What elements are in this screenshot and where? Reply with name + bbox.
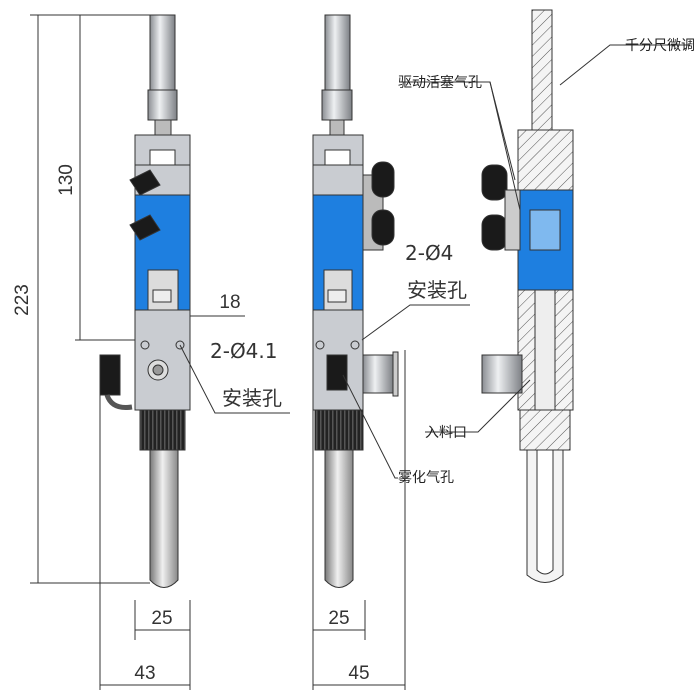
callout-micrometer-adjust: 千分尺微调: [625, 38, 695, 54]
leader-lines: [179, 44, 690, 479]
dimension-lines-left: [30, 14, 406, 690]
callout-holes-middle-label: 安装孔: [407, 278, 467, 302]
callout-atomizing-port: 雾化气孔: [398, 470, 454, 486]
valve-section-view: [481, 9, 574, 583]
dim-upper-height: 130: [56, 164, 77, 196]
callout-inlet: 入料口: [425, 425, 467, 441]
callout-holes-middle-size: 2-Ø4: [405, 241, 453, 265]
dim-overall-height: 223: [12, 284, 33, 316]
dim-tube-width-middle: 25: [328, 608, 349, 629]
dim-hole-spacing: 18: [219, 292, 240, 313]
callout-piston-air-port: 驱动活塞气孔: [398, 74, 482, 91]
dim-total-width-left: 43: [134, 663, 155, 684]
callout-holes-left-size: 2-Ø4.1: [210, 339, 278, 363]
callout-holes-left-label: 安装孔: [222, 386, 282, 410]
valve-side-view: [312, 14, 399, 588]
valve-front-view: [99, 14, 191, 588]
dim-tube-width-left: 25: [151, 608, 172, 629]
dim-total-width-middle: 45: [348, 663, 369, 684]
